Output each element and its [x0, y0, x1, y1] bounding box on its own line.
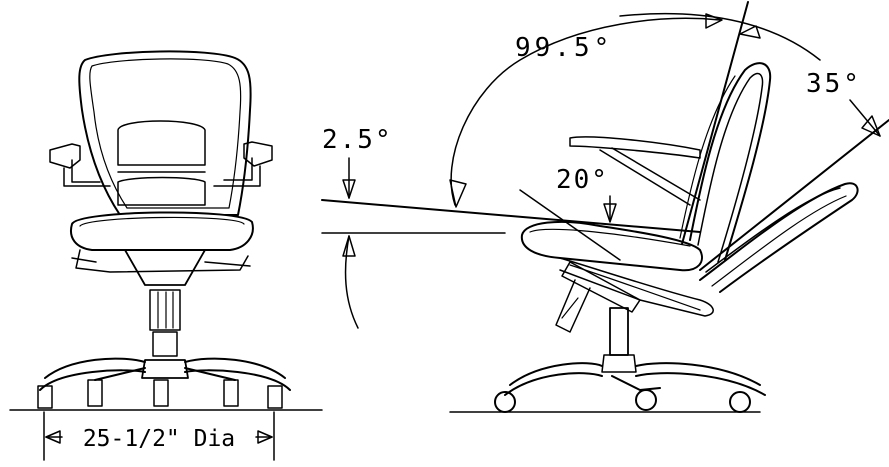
seat-angle-dimension: 2.5°	[322, 125, 393, 329]
recline-angle-dimension: 99.5°	[449, 13, 723, 208]
tilt-range-label: 35°	[806, 69, 862, 99]
tilt-range-dimension: 35°	[619, 12, 881, 137]
seat-angle-label: 2.5°	[322, 125, 393, 155]
recline-angle-label: 99.5°	[515, 33, 613, 63]
front-view-chair	[9, 50, 323, 411]
base-diameter-label: 25-1/2" Dia	[83, 426, 235, 452]
back-angle-dimension: 20°	[556, 165, 617, 223]
base-diameter-dimension: 25-1/2" Dia	[43, 411, 275, 461]
back-angle-label: 20°	[556, 165, 609, 195]
side-view-chair	[449, 62, 859, 413]
angle-reference-lines	[321, 1, 889, 271]
